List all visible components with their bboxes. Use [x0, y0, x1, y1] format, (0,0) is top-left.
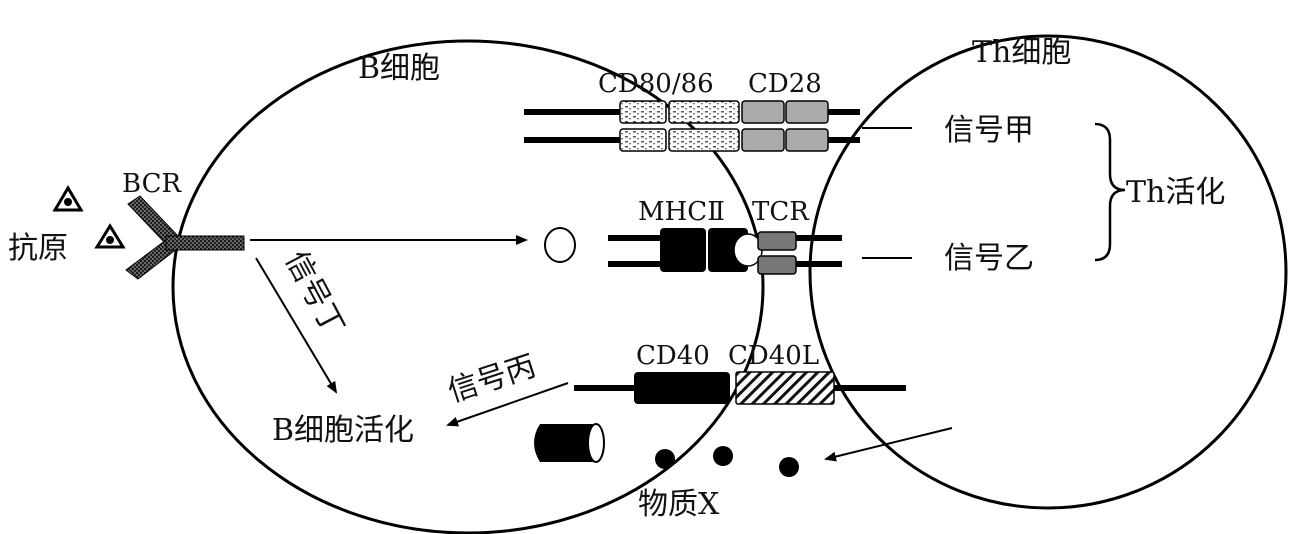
antigen-icon [52, 185, 126, 249]
signal-b-label: 信号乙 [944, 241, 1034, 276]
mhc2-tcr-complex [608, 228, 842, 275]
cd40l-label: CD40L [728, 341, 819, 371]
cd80-cd28-complex [524, 100, 860, 152]
bcr-receptor [125, 195, 245, 280]
signal-d-arrow [255, 257, 338, 394]
th-activation-label: Th活化 [1126, 175, 1225, 210]
signal-c-arrow [446, 382, 569, 427]
mhc2-label: MHCⅡ [638, 197, 725, 227]
cd40-cd40l-complex [574, 371, 906, 405]
substance-x-particle [779, 457, 799, 477]
substance-x-receptor [534, 423, 605, 463]
substance-x-arrow [824, 427, 953, 462]
substance-x-particle [655, 449, 675, 469]
b-cell-membrane [171, 39, 765, 534]
signal-a-label: 信号甲 [944, 113, 1034, 148]
bcr-label: BCR [122, 169, 182, 199]
brace-icon [1094, 122, 1126, 262]
th-cell-membrane [808, 34, 1288, 510]
tcr-label: TCR [752, 197, 810, 227]
signal-c-label: 信号丙 [444, 349, 540, 410]
cd40-label: CD40 [636, 341, 710, 371]
substance-x-particle [713, 446, 733, 466]
th-cell-label: Th细胞 [972, 35, 1071, 70]
substance-x-label: 物质X [638, 487, 720, 522]
signal-d-label: 信号丁 [278, 245, 351, 341]
antigen-vesicle [544, 227, 576, 263]
cd80-86-label: CD80/86 [598, 69, 714, 99]
b-activation-label: B细胞活化 [272, 413, 414, 448]
b-cell-label: B细胞 [358, 51, 440, 86]
antigen-label: 抗原 [8, 231, 68, 266]
cd28-label: CD28 [748, 69, 822, 99]
